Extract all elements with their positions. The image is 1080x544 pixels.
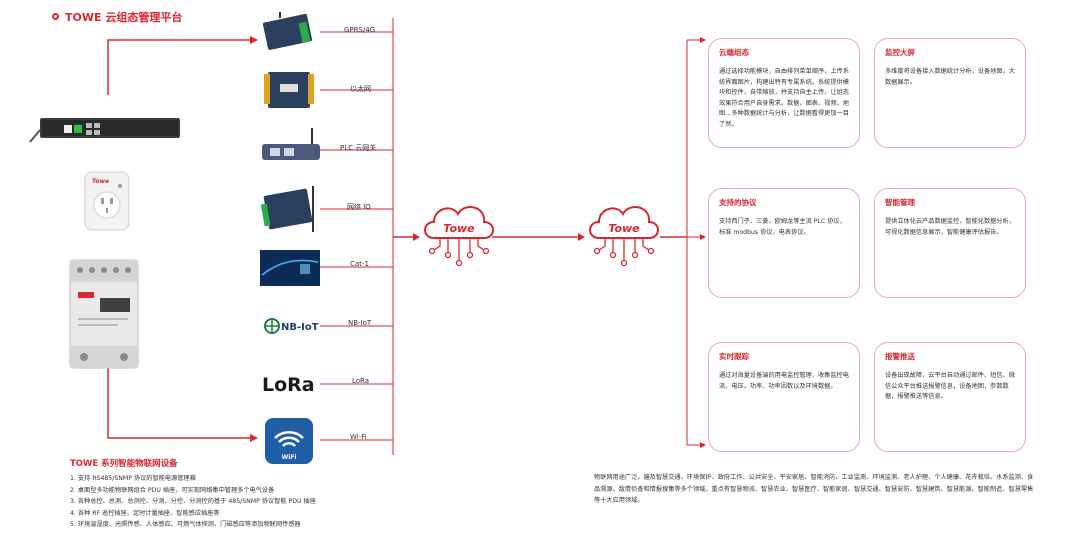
wifi-logo-text: WiFi — [282, 454, 297, 461]
arrow-head-bottom — [250, 434, 258, 442]
plc-gateway-module-icon — [262, 128, 320, 160]
nbiot-logo-text: NB-IoT — [281, 322, 319, 333]
arrow-head-cloud1 — [413, 233, 420, 241]
device-list: 1. 支持 RS485/SNMP 协议的智能电源管理箱 2. 桌面型多功能物联网… — [70, 473, 450, 531]
card-text: 设备出现故障，云平台自动通过邮件、短信、微信公众平台推送报警信息，设备地图，参数… — [885, 372, 1015, 400]
conn-label-ethernet: 以太网 — [350, 85, 371, 93]
application-areas-text: 物联网用途广泛，遍及智慧交通、环境保护、政府工作、公共安全、平安家居、智能消防、… — [594, 474, 1034, 504]
device-list-title: TOWE 系列智能物联网设备 — [70, 459, 178, 469]
conn-label-network-io: 网络 IO — [347, 203, 371, 211]
conn-label-lora: LoRa — [352, 377, 370, 385]
card-title: 支持的协议 — [719, 198, 757, 207]
cloud-icon: Towe — [424, 206, 494, 267]
conn-label-cat1: Cat-1 — [350, 260, 369, 268]
conn-label-gprs: GPRS/4G — [344, 26, 376, 34]
device-arrows — [107, 39, 255, 439]
lora-logo-icon: LoRa — [262, 374, 315, 396]
target-icon — [52, 13, 59, 20]
smart-socket-icon: Towe — [84, 171, 130, 231]
card-title: 实时跟踪 — [719, 352, 749, 361]
card-text: 多维度将设备接入数据统计分析，设备地图，大数据展示。 — [885, 68, 1015, 86]
page-title-text: TOWE 云组态管理平台 — [65, 11, 183, 24]
card-text: 通过对海量设备端的用电监控管理，收集监控电流、电压、功率、功率因数以及环境数据。 — [719, 372, 849, 390]
ethernet-module-icon — [264, 72, 314, 108]
nbiot-logo-icon: NB-IoT — [264, 318, 319, 334]
socket-brand-text: Towe — [92, 178, 109, 185]
conn-label-wifi: Wi-Fi — [350, 433, 367, 441]
arrow-head-top — [250, 36, 258, 44]
lora-logo-text: LoRa — [262, 374, 315, 396]
list-item: 2. 桌面型多功能物联网组合 PDU 插座，可实现网络集中管理多个电气设备 — [70, 486, 275, 494]
feature-card-alarm-push: 报警推送 设备出现故障，云平台自动通过邮件、短信、微信公众平台推送报警信息，设备… — [874, 342, 1026, 452]
gprs-4g-module-icon — [262, 12, 313, 50]
pdu-rack-device-icon — [29, 118, 180, 143]
card-text: 通过选择功能模块，自由排列菜单顺序，上传系统界面图片，构建出特有专属系统。系统提… — [719, 68, 849, 128]
card-text: 支持西门子、三菱、欧姆龙等主流 PLC 协议，标准 modbus 协议，电表协议… — [719, 218, 846, 236]
feature-card-cloud-config: 云端组态 通过选择功能模块，自由排列菜单顺序，上传系统界面图片，构建出特有专属系… — [708, 38, 860, 148]
conn-label-plc: PLC 云网关 — [340, 144, 377, 152]
right-bus-arrows — [687, 37, 706, 448]
list-item: 5. 环境温湿度、光照传感、人体感应、可燃气体探测、门磁感应等添加物联网传感器 — [70, 521, 301, 528]
card-title: 智能管理 — [885, 198, 915, 207]
cloud-icon: Towe — [589, 206, 659, 267]
wifi-logo-icon: WiFi — [265, 418, 313, 464]
page-title: TOWE 云组态管理平台 — [52, 9, 182, 25]
card-text: 提供立体化云产品数据监控，智能化数据分析，可视化数据信息展示，智能健康评估报告。 — [885, 218, 1015, 236]
arrow-head-cloud2 — [578, 233, 585, 241]
list-item: 1. 支持 RS485/SNMP 协议的智能电源管理箱 — [70, 475, 196, 482]
conn-label-nbiot: NB-IoT — [348, 319, 372, 327]
feature-card-protocols: 支持的协议 支持西门子、三菱、欧姆龙等主流 PLC 协议，标准 modbus 协… — [708, 188, 860, 298]
feature-card-smart-management: 智能管理 提供立体化云产品数据监控，智能化数据分析，可视化数据信息展示，智能健康… — [874, 188, 1026, 298]
network-io-module-icon — [260, 186, 314, 232]
feature-card-realtime-tracking: 实时跟踪 通过对海量设备端的用电监控管理，收集监控电流、电压、功率、功率因数以及… — [708, 342, 860, 452]
cat1-module-icon — [260, 250, 320, 286]
cloud-logo-text: Towe — [608, 222, 640, 235]
feature-card-monitor-screen: 监控大屏 多维度将设备接入数据统计分析，设备地图，大数据展示。 — [874, 38, 1026, 148]
card-title: 报警推送 — [885, 352, 915, 361]
cloud-logo-text: Towe — [443, 222, 475, 235]
card-title: 监控大屏 — [885, 48, 915, 57]
din-meter-device-icon — [69, 259, 139, 369]
card-title: 云端组态 — [719, 48, 749, 57]
list-item: 3. 各种总控、总测、总测控、分测、分控、分测控的基于 485/SNMP 协议智… — [70, 498, 316, 505]
list-item: 4. 各种 RF 遥控插座、定时计量插座、智能感应插座等 — [70, 509, 220, 517]
